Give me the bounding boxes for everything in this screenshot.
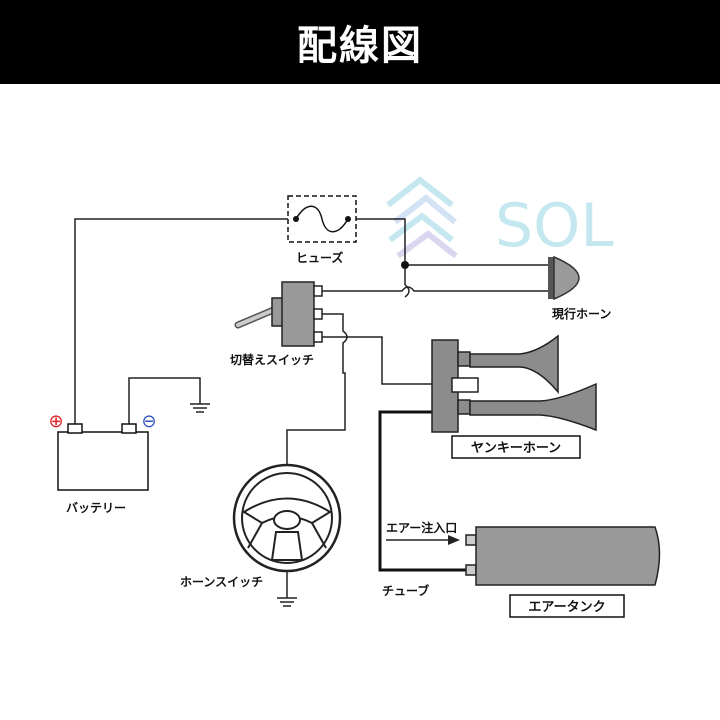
wire-switch-to-existing-horn (322, 286, 550, 292)
existing-horn-label: 現行ホーン (552, 306, 611, 321)
title-bar: 配線図 (0, 0, 720, 84)
toggle-switch (234, 281, 323, 347)
yankee-horn-label-box (451, 435, 581, 459)
battery-icon (57, 423, 149, 491)
sol-watermark: SOL (386, 176, 614, 261)
tube-label: チューブ (382, 583, 429, 598)
fuse (287, 195, 357, 243)
arrow-right-icon (386, 535, 460, 545)
battery-label: バッテリー (66, 501, 126, 515)
wire-switch-to-yankee-solenoid (322, 336, 452, 385)
ground-icon (277, 597, 297, 607)
page-title: 配線図 (297, 23, 423, 69)
sol-logo-icon (386, 176, 458, 259)
yankee-horn-label: ヤンキーホーン (471, 441, 561, 456)
wire-fuse-to-junction (356, 218, 406, 265)
ground-icon (190, 403, 210, 413)
horn-switch-label: ホーンスイッチ (180, 575, 263, 589)
wire-battery-to-fuse (74, 218, 288, 425)
junction-dot (401, 261, 409, 269)
fuse-label: ヒューズ (296, 250, 343, 265)
air-tube (378, 410, 470, 572)
wire-switch-to-horn-switch (286, 313, 348, 465)
existing-horn-icon (548, 255, 580, 301)
yankee-horn (431, 334, 597, 433)
steering-wheel-icon (232, 463, 342, 573)
wire-hop-1 (404, 284, 410, 298)
battery-minus-icon: ⊖ (141, 411, 156, 432)
wires (74, 218, 550, 598)
air-tank-label-box (509, 594, 625, 618)
wire-battery-to-ground (128, 377, 201, 425)
battery-plus-icon: ⊕ (48, 411, 63, 432)
watermark-text: SOL (495, 191, 614, 261)
toggle-switch-label: 切替えスイッチ (230, 352, 314, 367)
air-inlet-label: エアー注入口 (386, 520, 457, 535)
air-tank-label: エアータンク (528, 600, 605, 615)
air-tank-icon (465, 526, 661, 586)
